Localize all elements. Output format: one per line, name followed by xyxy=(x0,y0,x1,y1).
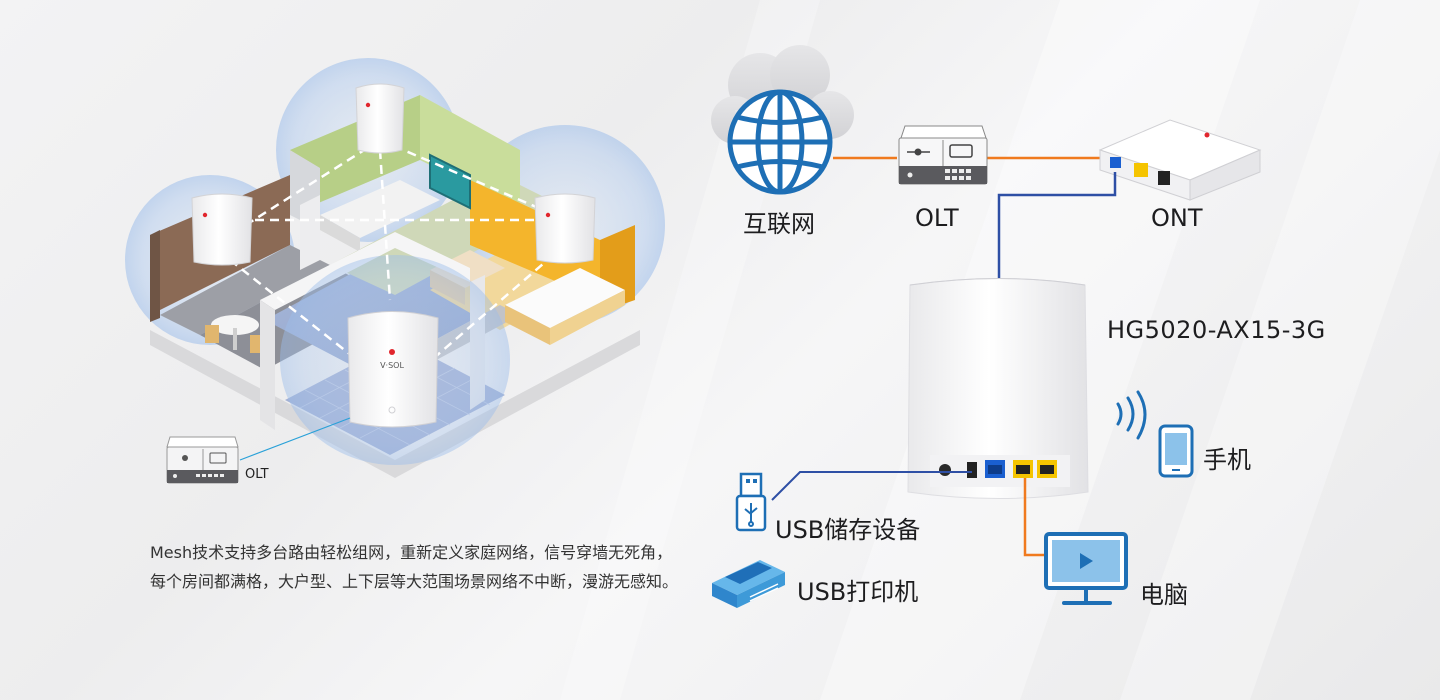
globe-icon xyxy=(727,89,833,195)
usb-printer-label: USB打印机 xyxy=(797,578,919,606)
olt-device xyxy=(898,125,988,185)
bed xyxy=(505,268,625,328)
mesh-router-top xyxy=(355,83,405,154)
wall-orange xyxy=(470,180,600,300)
mesh-router-right xyxy=(534,193,596,264)
mesh-router-left xyxy=(191,193,253,266)
house-olt-label: OLT xyxy=(245,467,269,482)
pc-link xyxy=(1023,478,1048,557)
router-brand-label: V·SOL xyxy=(380,361,404,370)
ont-label: ONT xyxy=(1151,204,1203,232)
usb-storage-link xyxy=(771,471,972,501)
tv xyxy=(429,153,471,210)
mesh-links xyxy=(229,138,566,371)
power-port xyxy=(939,464,951,476)
printer-icon xyxy=(712,560,785,608)
model-label: HG5020-AX15-3G xyxy=(1107,316,1326,344)
usb-port xyxy=(967,462,977,478)
mesh-router-main: V·SOL xyxy=(347,311,439,428)
olt-device-small xyxy=(166,436,239,484)
olt-link xyxy=(239,417,351,461)
olt-label: OLT xyxy=(915,204,959,232)
phone-label: 手机 xyxy=(1203,446,1251,474)
house-illustration: V·SOL xyxy=(125,58,665,484)
wifi-signal-icon xyxy=(1116,390,1147,440)
pc-icon xyxy=(1044,532,1128,605)
usb-storage-icon xyxy=(735,472,767,532)
mesh-description: Mesh技术支持多台路由轻松组网，重新定义家庭网络，信号穿墙无死角，每个房间都满… xyxy=(150,543,679,591)
phone-icon xyxy=(1158,424,1194,478)
main-router xyxy=(907,278,1089,499)
ont-device xyxy=(1098,119,1262,201)
internet-label: 互联网 xyxy=(743,210,815,238)
pc-label: 电脑 xyxy=(1140,581,1188,609)
topology xyxy=(711,45,1262,608)
floor-dining xyxy=(160,245,330,335)
usb-storage-label: USB储存设备 xyxy=(775,516,921,544)
